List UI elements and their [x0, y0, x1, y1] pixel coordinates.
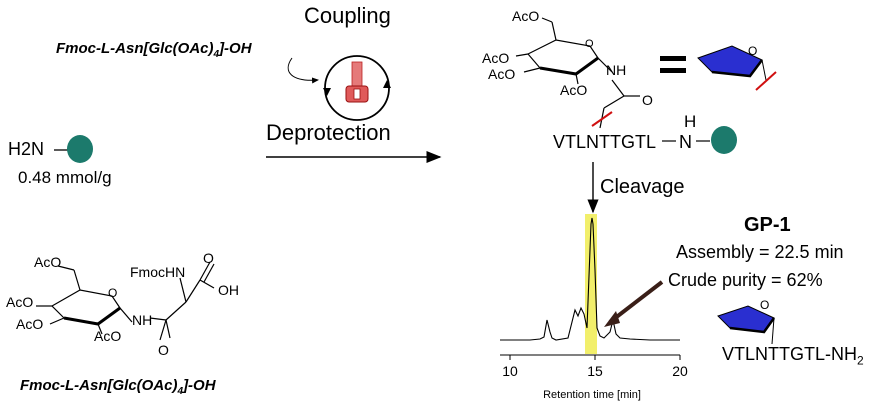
amide-nh-label: NH	[132, 312, 153, 328]
sugar-glyph-o-label: O	[748, 44, 758, 58]
acetyl-label-1: AcO	[34, 254, 62, 270]
aco-label-r4: AcO	[560, 82, 588, 98]
crude-purity: Crude purity = 62%	[668, 270, 823, 290]
cleavage-mark-1	[591, 111, 613, 127]
equals-sign: =	[660, 45, 661, 46]
aco-label-r3: AcO	[488, 66, 516, 82]
nh-label-r: NH	[606, 62, 627, 78]
sugar-symbol-top	[697, 45, 777, 91]
deprotection-label: Deprotection	[266, 120, 391, 145]
carbonyl-o-label-2: O	[158, 342, 169, 358]
resin-loading-label: 0.48 mmol/g	[18, 168, 112, 187]
product-name: GP-1	[744, 214, 791, 236]
reagent-label-top: Fmoc-L-Asn[Glc(OAc)4]-OH	[56, 40, 252, 60]
aco-label-r2: AcO	[482, 50, 510, 66]
o-label-r: O	[642, 92, 653, 108]
aco-label-r1: AcO	[512, 8, 540, 24]
tick-label-15: 15	[587, 363, 603, 379]
acetyl-label-2: AcO	[6, 294, 34, 310]
reagent-label-bottom: Fmoc-L-Asn[Glc(OAc)4]-OH	[20, 377, 216, 397]
fmochn-label: FmocHN	[130, 264, 186, 280]
product-sugar-symbol	[717, 305, 776, 345]
glyco-asn-structure	[36, 261, 215, 341]
tick-label-10: 10	[502, 363, 518, 379]
peptide-on-resin: VTLNTTGTL	[553, 132, 657, 152]
ring-o-label-r: O	[585, 38, 594, 50]
cleavage-label: Cleavage	[600, 176, 685, 198]
tick-label-20: 20	[672, 363, 688, 379]
resin-bead-product	[711, 126, 737, 154]
curved-arrow	[287, 57, 319, 84]
carbonyl-o-label-1: O	[203, 250, 214, 266]
chromatogram: 10 15 20 Retention time [min]	[500, 214, 688, 401]
resin-bead	[67, 135, 93, 163]
n-label: N	[679, 132, 692, 152]
ring-o-label: O	[108, 286, 118, 300]
coupling-label: Coupling	[304, 3, 391, 28]
acetyl-label-4: AcO	[94, 328, 122, 344]
acetyl-label-3: AcO	[16, 316, 44, 332]
resin-amine-label: H2N	[8, 139, 45, 159]
synthesizer-icon	[323, 55, 391, 121]
h-label: H	[684, 112, 697, 131]
product-sugar-o-label: O	[760, 298, 770, 312]
peak-pointer-arrow	[608, 280, 664, 324]
product-peptide: VTLNTTGTL-NH2	[722, 344, 864, 368]
hydroxyl-label: OH	[218, 282, 239, 298]
assembly-time: Assembly = 22.5 min	[676, 242, 844, 262]
x-axis-label: Retention time [min]	[543, 389, 641, 401]
